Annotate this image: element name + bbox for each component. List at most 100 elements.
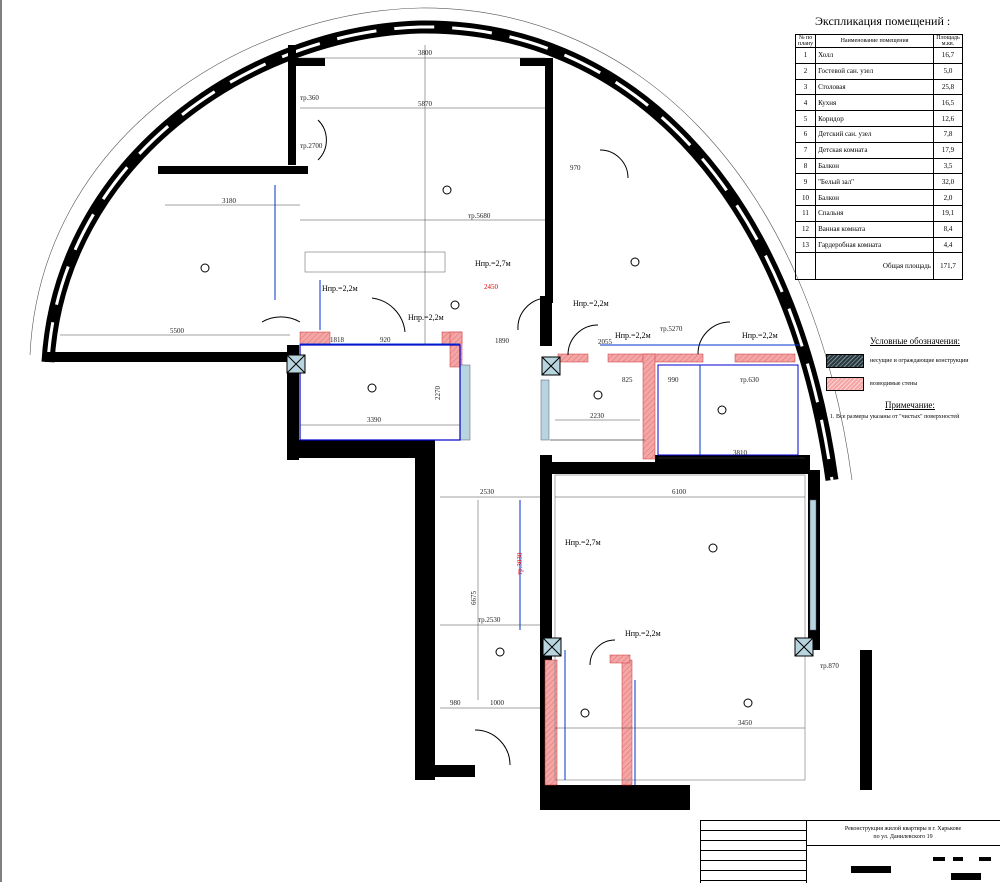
explication-title: Экспликация помещений : — [815, 14, 951, 28]
cell-area: 16,5 — [933, 94, 963, 112]
dimension-label: 5500 — [170, 327, 185, 335]
room-marker — [450, 300, 460, 310]
dimension-label: тр.5680 — [468, 212, 491, 220]
dimension-label: 2230 — [590, 412, 605, 420]
dimension-label: тр.5270 — [660, 325, 683, 333]
cell-name: Спальня — [815, 204, 934, 222]
redacted-block — [933, 857, 945, 861]
dimension-label: 2530 — [480, 488, 495, 496]
room-marker — [367, 383, 377, 393]
cell-name: Коридор — [815, 110, 934, 127]
redacted-block — [953, 857, 963, 861]
dimension-label: тр.2700 — [300, 142, 323, 150]
doors — [261, 119, 731, 766]
legend-label: несущие и ограждающие конструкции — [870, 358, 969, 364]
cell-name: Кухня — [815, 94, 934, 112]
door-icon — [261, 316, 301, 323]
cell-area: 19,1 — [933, 204, 963, 222]
redacted-block — [851, 866, 891, 873]
dimension-label: 825 — [622, 376, 633, 384]
door-icon — [474, 729, 511, 766]
note-title: Примечание: — [885, 400, 935, 410]
door-icon — [317, 119, 327, 161]
dimension-label: 3450 — [738, 719, 753, 727]
ceiling-height-label: Hпр.=2,7м — [565, 538, 601, 547]
room-marker — [593, 390, 603, 400]
cell-num: 7 — [794, 141, 817, 159]
dimension-label: 5870 — [418, 100, 433, 108]
table-row: 9"Белый зал"32,0 — [794, 173, 963, 191]
dimension-label: 1818 — [330, 336, 345, 344]
cell-num: 9 — [794, 173, 817, 191]
cell-area: 3,5 — [933, 157, 963, 175]
cell-num: 13 — [794, 236, 817, 254]
dimension-label: 3390 — [367, 416, 382, 424]
cell-name: Балкон — [815, 157, 934, 175]
dimension-label: 2055 — [598, 338, 613, 346]
cell-name: Столовая — [815, 78, 934, 96]
ceiling-height-label: Hпр.=2,2м — [573, 299, 609, 308]
legend-label: возводимые стены — [870, 381, 918, 387]
cell-name: Холл — [815, 47, 934, 64]
dimension-label: 3180 — [222, 197, 237, 205]
cell-area: 7,8 — [933, 125, 963, 143]
title-block: Реконструкция жилой квартиры в г. Харько… — [700, 820, 1000, 883]
dimension-label: 6100 — [672, 488, 687, 496]
ceiling-height-label: Hпр.=2,2м — [408, 313, 444, 322]
door-icon — [697, 321, 731, 355]
room-marker — [717, 405, 727, 415]
dimension-label: 1000 — [490, 699, 505, 707]
new-wall-swatch — [826, 377, 864, 391]
cell-name: Гостевой сан. узел — [815, 62, 934, 80]
dimension-label: 980 — [450, 699, 461, 707]
cell-area: 5,0 — [933, 62, 963, 80]
door-icon — [517, 297, 549, 331]
outer-arc-dimension-line — [29, 7, 853, 481]
cell-num: 6 — [794, 125, 817, 143]
room-marker — [743, 698, 753, 708]
dimension-label: 920 — [380, 336, 391, 344]
title-block-grid — [701, 821, 807, 883]
cell-num: 8 — [794, 157, 817, 175]
total-label: Общая площадь — [815, 252, 934, 281]
door-icon — [599, 149, 629, 179]
cell-num: 11 — [794, 204, 817, 222]
total-row: Общая площадь 171,7 — [794, 252, 963, 281]
cell-name: "Белый зал" — [815, 173, 934, 191]
dimension-label: 1890 — [495, 337, 510, 345]
cell-name: Балкон — [815, 189, 934, 206]
ceiling-height-label: Hпр.=2,2м — [625, 629, 661, 638]
columns — [286, 354, 814, 657]
dimension-lines — [274, 185, 800, 785]
explication-table: Экспликация помещений : № по плану Наиме… — [794, 14, 965, 281]
ceiling-height-label: Hпр.=2,7м — [475, 259, 511, 268]
legend-item-new: возводимые стены — [820, 377, 1000, 391]
dimension-label: 2270 — [434, 386, 442, 401]
cell-name: Ванная комната — [815, 220, 934, 238]
cell-area: 25,8 — [933, 78, 963, 96]
header-num: № по плану — [794, 34, 817, 48]
bearing-wall-swatch — [826, 354, 864, 368]
door-icon — [567, 324, 599, 356]
room-marker — [630, 257, 640, 267]
project-title-line1: Реконструкция жилой квартиры в г. Харько… — [844, 826, 962, 832]
total-area: 171,7 — [933, 252, 963, 281]
header-name: Наименование помещения — [815, 34, 934, 48]
ceiling-height-label: Hпр.=2,2м — [615, 331, 651, 340]
room-marker — [200, 263, 210, 273]
room-marker — [442, 185, 452, 195]
cell-name: Детская комната — [815, 141, 934, 159]
dimension-label: 3810 — [733, 449, 748, 457]
dimension-label: 6675 — [470, 591, 478, 606]
dimension-label: 2450 — [484, 283, 499, 291]
